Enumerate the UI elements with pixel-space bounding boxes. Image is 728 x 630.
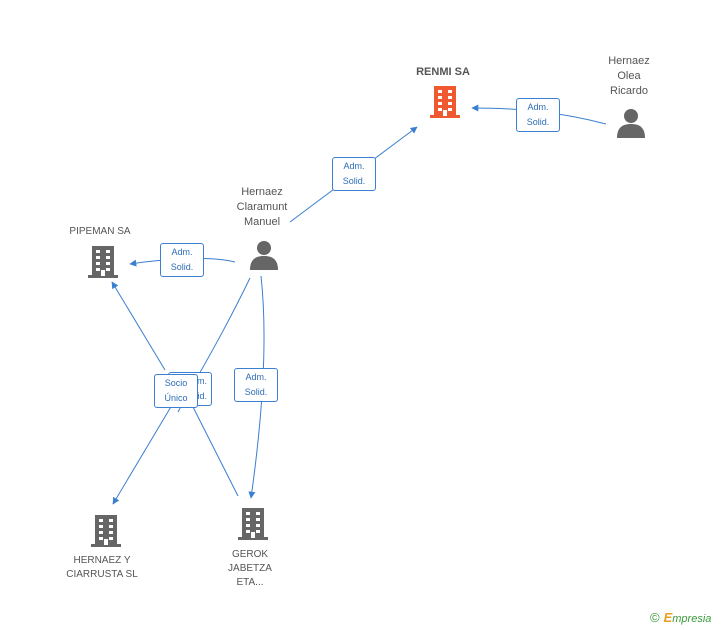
brand-logo-letter: E [663,610,673,625]
label-line: HERNAEZ Y [73,555,131,566]
relation-line: Solid. [342,176,366,186]
relation-line: Adm. [245,372,267,382]
node-label-gerok[interactable]: GEROK JABETZA ETA... [210,548,290,590]
relation-line: Único [164,393,188,403]
label-line: Ricardo [610,85,648,97]
relation-badge-socio-unico[interactable]: Socio Único [154,374,198,408]
person-icon[interactable] [617,109,645,138]
node-label-pipeman[interactable]: PIPEMAN SA [69,226,131,237]
label-line: ETA... [236,577,264,588]
building-icon[interactable] [91,515,121,547]
node-label-renmi[interactable]: RENMI SA [416,66,470,78]
label-line: JABETZA [228,563,272,574]
person-icon[interactable] [250,241,278,270]
relation-badge[interactable]: Adm. Solid. [332,157,376,191]
edge-ciarrusta-to-pipeman [111,281,166,371]
building-icon[interactable] [88,246,118,278]
relation-line: Solid. [526,117,550,127]
relation-badge[interactable]: Adm. Solid. [160,243,204,277]
relation-badge[interactable]: Adm. Solid. [516,98,560,132]
edge-to-ciarrusta [112,404,173,505]
label-line: CIARRUSTA SL [66,569,138,580]
relation-line: Adm. [527,102,549,112]
node-label-hernaez-ciarrusta[interactable]: HERNAEZ Y CIARRUSTA SL [52,554,152,582]
edge-to-gerok [191,404,239,497]
node-label-hernaez-claramunt[interactable]: Hernaez Claramunt Manuel [222,185,302,230]
relation-line: Adm. [171,247,193,257]
relation-line: Solid. [244,387,268,397]
label-line: Olea [617,70,641,82]
relation-line: Adm. [343,161,365,171]
label-line: Hernaez [241,186,283,198]
relation-badge[interactable]: Adm. Solid. [234,368,278,402]
relation-line: Socio [164,378,188,388]
node-label-hernaez-olea[interactable]: Hernaez Olea Ricardo [589,54,669,99]
brand-name: mpresia [672,613,712,625]
building-icon[interactable] [430,86,460,118]
label-line: Claramunt [236,201,288,213]
building-icon[interactable] [238,508,268,540]
copyright-icon: © [650,610,660,625]
brand-watermark[interactable]: ©Empresia [650,610,711,628]
relation-line: Solid. [170,262,194,272]
label-line: GEROK [231,549,269,560]
label-line: Hernaez [608,55,650,67]
label-line: Manuel [243,216,281,228]
